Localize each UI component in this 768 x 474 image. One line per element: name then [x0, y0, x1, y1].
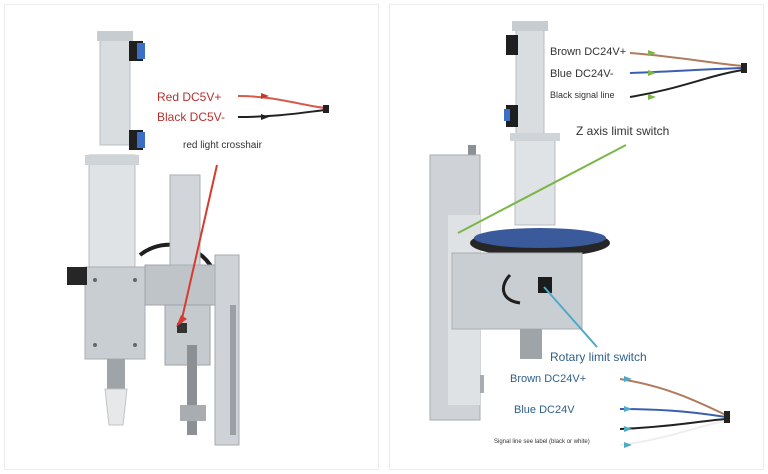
left-machine-illustration — [67, 31, 329, 446]
top-brown-dc24v-label: Brown DC24V+ — [550, 46, 627, 58]
rotary-limit-switch-label: Rotary limit switch — [550, 350, 647, 364]
black-dc5v-label: Black DC5V- — [157, 110, 226, 124]
z-axis-limit-switch-label: Z axis limit switch — [576, 124, 670, 138]
right-machine-illustration — [429, 21, 747, 448]
top-blue-dc24v-label: Blue DC24V- — [550, 68, 614, 80]
bottom-blue-dc24v-label: Blue DC24V — [514, 404, 575, 416]
bottom-signal-line-label: Signal line see label (black or white) — [494, 439, 590, 445]
left-product-panel: Red DC5V+ Black DC5V- red light crosshai… — [4, 4, 379, 470]
right-product-panel: Brown DC24V+ Blue DC24V- Black signal li… — [389, 4, 764, 470]
red-light-crosshair-label: red light crosshair — [183, 140, 262, 151]
bottom-brown-dc24v-label: Brown DC24V+ — [510, 373, 587, 385]
red-dc5v-label: Red DC5V+ — [157, 90, 222, 104]
top-black-signal-label: Black signal line — [550, 90, 615, 100]
